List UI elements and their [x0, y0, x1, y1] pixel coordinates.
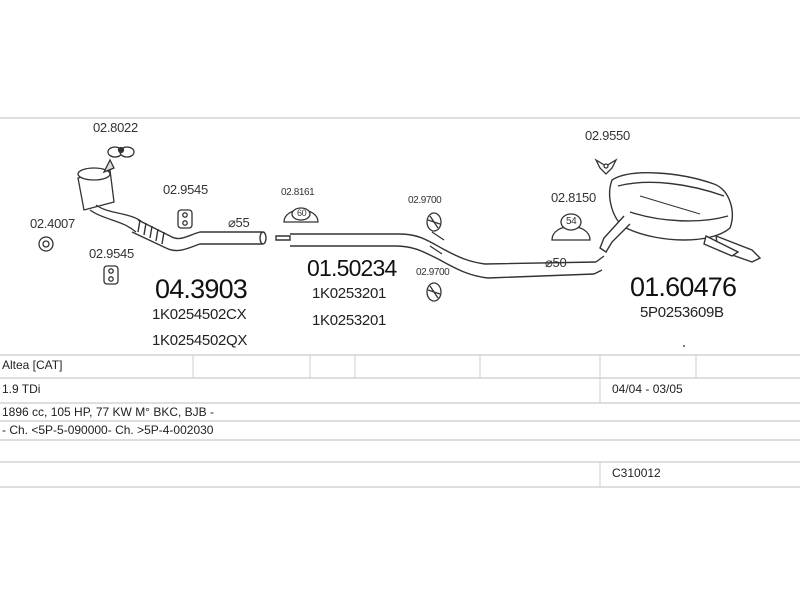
part-number-ring-lower: 02.9700 [416, 267, 450, 278]
middle-pipe-icon [275, 233, 605, 279]
rubber-rear-badge: 54 [566, 216, 577, 227]
ring-upper-icon [426, 212, 442, 232]
vehicle-years: 04/04 - 03/05 [612, 382, 683, 396]
front-pipe-oe-2: 1K0254502QX [152, 332, 248, 349]
rubber-mid-badge: 60 [297, 208, 307, 218]
front-pipe-oe-1: 1K0254502CX [152, 306, 247, 323]
ring-lower-icon [426, 282, 442, 302]
stray-dot [683, 345, 685, 347]
hanger-lower-icon [103, 265, 119, 285]
middle-pipe-oe-1: 1K0253201 [312, 285, 387, 302]
vehicle-specs: 1896 cc, 105 HP, 77 KW M° BKC, BJB - [2, 405, 214, 419]
clamp-part-icon [38, 236, 54, 252]
diameter-front: ⌀55 [228, 215, 250, 230]
front-pipe-icon [131, 219, 267, 252]
part-number-rubber-rear: 02.8150 [551, 190, 596, 205]
part-number-hanger-lower: 02.9545 [89, 246, 134, 261]
hanger-upper-icon [177, 209, 193, 229]
part-number-ring-upper: 02.9700 [408, 195, 442, 206]
part-number-rubber-mid: 02.8161 [281, 187, 315, 198]
rear-muffler-number: 01.60476 [630, 272, 737, 302]
pipe-clamp-icon [429, 231, 445, 255]
middle-pipe-oe-2: 1K0253201 [312, 312, 387, 329]
rear-muffler-icon [599, 172, 762, 263]
catalog-code: C310012 [612, 466, 661, 480]
vehicle-model: Altea [CAT] [2, 358, 63, 372]
vehicle-chassis: - Ch. <5P-5-090000- Ch. >5P-4-002030 [2, 423, 214, 437]
part-number-hanger-upper: 02.9545 [163, 182, 208, 197]
part-number-clamp: 02.4007 [30, 216, 75, 231]
part-number-bracket: 02.8022 [93, 120, 138, 135]
rubber-mount-rear-icon [551, 213, 591, 241]
rubber-mount-mid-icon [283, 207, 319, 223]
clamp-rear-icon [594, 158, 618, 175]
vehicle-engine: 1.9 TDi [2, 382, 41, 396]
front-pipe-number: 04.3903 [155, 274, 248, 304]
middle-pipe-number: 01.50234 [307, 255, 397, 281]
diameter-rear: ⌀50 [545, 255, 567, 270]
part-number-clamp-rear: 02.9550 [585, 128, 630, 143]
catalytic-converter-icon [77, 158, 143, 233]
rear-muffler-oe: 5P0253609B [640, 304, 724, 321]
bracket-part-icon [107, 146, 135, 158]
